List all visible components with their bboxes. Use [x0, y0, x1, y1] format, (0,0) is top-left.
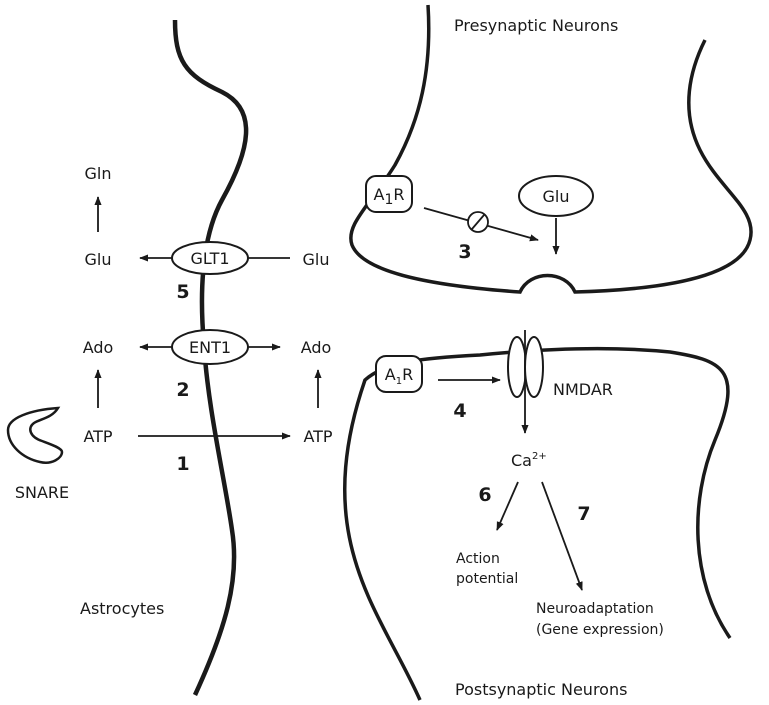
astro-glu-label: Glu: [85, 250, 112, 269]
step-7: 7: [577, 503, 590, 525]
presynaptic-membrane: [349, 4, 753, 294]
postsynaptic-a1r: [375, 355, 423, 393]
postsynaptic-a1r-label: A1R: [385, 365, 413, 387]
astrocytes-label: Astrocytes: [80, 599, 164, 618]
snare-label: SNARE: [15, 483, 69, 502]
postsynaptic-label: Postsynaptic Neurons: [455, 680, 627, 699]
glt1-label: GLT1: [190, 249, 229, 268]
action-potential-label: Action: [456, 551, 500, 567]
snare-shape: [6, 406, 64, 464]
inhibition-slash: [471, 214, 485, 230]
astrocyte-membrane: [172, 19, 249, 696]
extracellular-atp-label: ATP: [303, 427, 332, 446]
step-5: 5: [176, 281, 189, 303]
step-4: 4: [453, 400, 466, 422]
extracellular-glu-label: Glu: [303, 250, 330, 269]
presynaptic-a1r-label: A1R: [374, 185, 405, 208]
astro-atp-label: ATP: [83, 427, 112, 446]
presynaptic-label: Presynaptic Neurons: [454, 16, 618, 35]
step-6: 6: [478, 484, 491, 506]
ent1-label: ENT1: [189, 338, 231, 357]
neuroadaptation-label-2: (Gene expression): [536, 622, 664, 638]
arrow-calcium-to-action-potential: [496, 481, 519, 531]
action-potential-label-2: potential: [456, 571, 518, 587]
neuroadaptation-label: Neuroadaptation: [536, 601, 654, 617]
astro-ado-label: Ado: [83, 338, 114, 357]
nmdar-right-subunit: [524, 336, 544, 398]
arrow-calcium-to-neuroadaptation: [541, 481, 583, 591]
step-1: 1: [176, 453, 189, 475]
step-2: 2: [176, 379, 189, 401]
glu-vesicle: [518, 175, 594, 217]
nmdar-label: NMDAR: [553, 380, 613, 399]
step-3: 3: [458, 241, 471, 263]
vesicle-glu-label: Glu: [543, 187, 570, 206]
postsynaptic-membrane: [343, 346, 732, 701]
calcium-label: Ca2+: [511, 451, 547, 470]
presynaptic-a1r: [365, 175, 413, 213]
nmdar-left-subunit: [507, 336, 527, 398]
ent1-transporter: [171, 329, 249, 365]
astro-gln-label: Gln: [85, 164, 112, 183]
glt1-transporter: [171, 241, 249, 275]
extracellular-ado-label: Ado: [301, 338, 332, 357]
